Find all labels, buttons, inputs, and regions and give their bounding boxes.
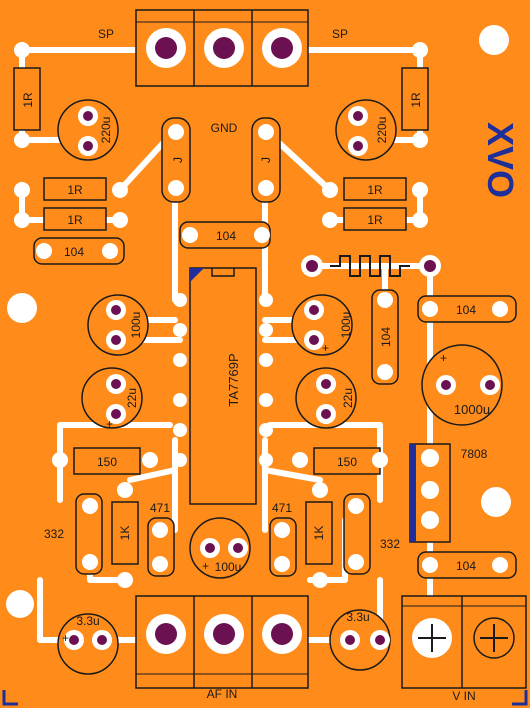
capacitor-471-left-label: 471: [150, 501, 170, 515]
capacitor-22u-left-label: 22u: [125, 388, 139, 408]
v-in-label: V IN: [452, 689, 475, 703]
svg-text:+: +: [440, 351, 447, 365]
capacitor-1000u: 1000u: [421, 344, 503, 426]
resistor-1r-right-lower-label: 1R: [367, 213, 383, 227]
capacitor-332-left-label: 332: [44, 527, 64, 541]
resistor-150-left-label: 150: [97, 455, 117, 469]
resistor-1r-right-lower: 1R: [343, 207, 407, 231]
capacitor-332-right: [343, 493, 371, 575]
capacitor-100u-center-label: 100u: [215, 560, 242, 574]
svg-text:+: +: [202, 559, 209, 573]
resistor-1r-right-upper: 1R: [343, 177, 407, 201]
mounting-hole-bottom-left: [6, 590, 34, 618]
capacitor-104-right-lower-label: 104: [456, 559, 476, 573]
resistor-1k-right-label: 1K: [312, 526, 326, 541]
capacitor-22u-left: 22u: [81, 367, 143, 429]
svg-text:+: +: [62, 631, 69, 645]
capacitor-104-top-label: 104: [216, 229, 236, 243]
mounting-hole-left-mid: [7, 293, 37, 323]
capacitor-332-right-label: 332: [380, 537, 400, 551]
capacitor-1000u-label: 1000u: [454, 402, 490, 417]
resistor-1r-right-label: 1R: [409, 92, 423, 108]
jumper-left-label: J: [171, 157, 185, 163]
jumper-left: J: [161, 117, 191, 203]
mounting-hole-right-mid: [481, 487, 511, 517]
ic-ta7769p: TA7769P: [189, 267, 257, 505]
resistor-1r-left-label: 1R: [21, 92, 35, 108]
capacitor-3-3u-left: 3.3u: [57, 613, 119, 675]
jumper-right: J: [251, 117, 281, 203]
capacitor-332-left: [75, 493, 103, 575]
pad-group-large-screw: [146, 28, 302, 654]
resistor-1r-left-lower-label: 1R: [67, 213, 83, 227]
resistor-1r-right: 1R: [401, 67, 429, 131]
resistor-1r-left-upper: 1R: [43, 177, 107, 201]
ground-label: GND: [211, 121, 238, 135]
mounting-hole-top-right: [479, 25, 509, 55]
capacitor-104-left-label: 104: [64, 245, 84, 259]
capacitor-104-right-upper-label: 104: [456, 303, 476, 317]
regulator-label: 7808: [461, 447, 488, 461]
capacitor-104-top: 104: [179, 221, 271, 249]
resistor-1r-left-lower: 1R: [43, 207, 107, 231]
speaker-label-left: SP: [98, 27, 114, 41]
pad-group-white: [14, 42, 508, 588]
svg-text:+: +: [322, 341, 329, 355]
resistor-1k-left-label: 1K: [118, 526, 132, 541]
af-in-label: AF IN: [207, 687, 238, 701]
capacitor-220u-left: 220u: [57, 99, 119, 161]
capacitor-100u-right-label: 100u: [339, 312, 353, 339]
jumper-right-label: J: [259, 157, 273, 163]
capacitor-100u-left: 100u: [87, 294, 149, 356]
pad-group-small: [64, 106, 500, 650]
capacitor-104-vertical-label: 104: [379, 327, 393, 347]
resistor-1r-right-upper-label: 1R: [367, 183, 383, 197]
resistor-150-left: 150: [73, 447, 141, 475]
resistor-1k-left: 1K: [111, 501, 139, 565]
capacitor-220u-left-label: 220u: [99, 117, 113, 144]
capacitor-104-right-lower: 104: [417, 551, 517, 579]
v-in-screw-pads: [412, 617, 515, 659]
resistor-150-right: 150: [313, 447, 381, 475]
svg-text:+: +: [106, 417, 113, 431]
resistor-150-right-label: 150: [337, 455, 357, 469]
logo-text: XVO: [480, 122, 521, 198]
capacitor-22u-right: 22u: [295, 367, 357, 429]
polarity-marks: + + + + +: [62, 341, 447, 645]
solder-pads: [14, 28, 515, 659]
capacitor-104-right-upper: 104: [417, 295, 517, 323]
capacitor-104-left: 104: [33, 237, 125, 265]
resistor-1r-left-upper-label: 1R: [67, 183, 83, 197]
capacitor-22u-right-label: 22u: [341, 388, 355, 408]
ic-part-label: TA7769P: [226, 353, 241, 406]
capacitor-104-vertical: 104: [371, 289, 399, 385]
corner-marks: [2, 690, 528, 706]
capacitor-471-right-label: 471: [272, 501, 292, 515]
resistor-1k-right: 1K: [305, 501, 333, 565]
capacitor-3-3u-left-label: 3.3u: [76, 614, 99, 628]
capacitor-220u-right-label: 220u: [375, 117, 389, 144]
speaker-label-right: SP: [332, 27, 348, 41]
wire-link-zigzag: [330, 255, 410, 277]
resistor-1r-left: 1R: [13, 67, 41, 131]
capacitor-100u-left-label: 100u: [129, 312, 143, 339]
capacitor-3-3u-right-label: 3.3u: [346, 610, 369, 624]
